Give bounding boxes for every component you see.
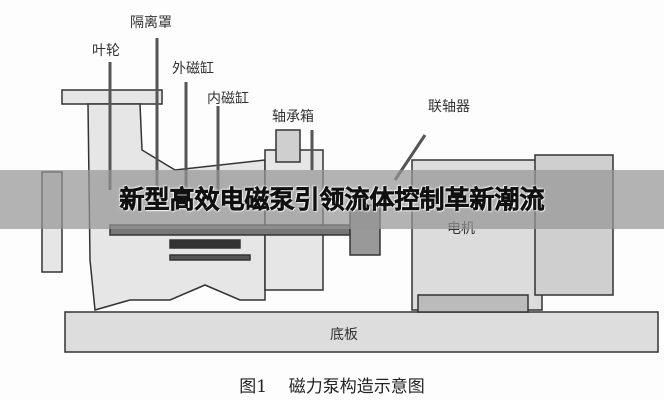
- label-coupling: 联轴器: [428, 99, 470, 115]
- caption-text: 磁力泵构造示意图: [288, 377, 425, 397]
- label-outer-magnet: 外磁缸: [172, 61, 214, 77]
- pump-flange-top: [61, 89, 163, 105]
- bearing-cap: [275, 129, 301, 163]
- label-inner-magnet: 内磁缸: [207, 91, 249, 107]
- label-impeller: 叶轮: [92, 43, 120, 59]
- label-base-plate: 底板: [330, 327, 358, 343]
- inner-magnet: [169, 239, 241, 249]
- figure-caption: 图1 磁力泵构造示意图: [0, 372, 664, 397]
- base-plate: [64, 311, 659, 353]
- label-bearing-box: 轴承箱: [272, 109, 314, 125]
- figure-number: 图1: [239, 377, 268, 397]
- motor-foot: [417, 294, 529, 313]
- page-title: 新型高效电磁泵引领流体控制革新潮流: [119, 185, 545, 215]
- outer-magnet: [169, 254, 251, 261]
- label-isolation-cover: 隔离罩: [130, 15, 172, 31]
- title-banner: [0, 170, 664, 229]
